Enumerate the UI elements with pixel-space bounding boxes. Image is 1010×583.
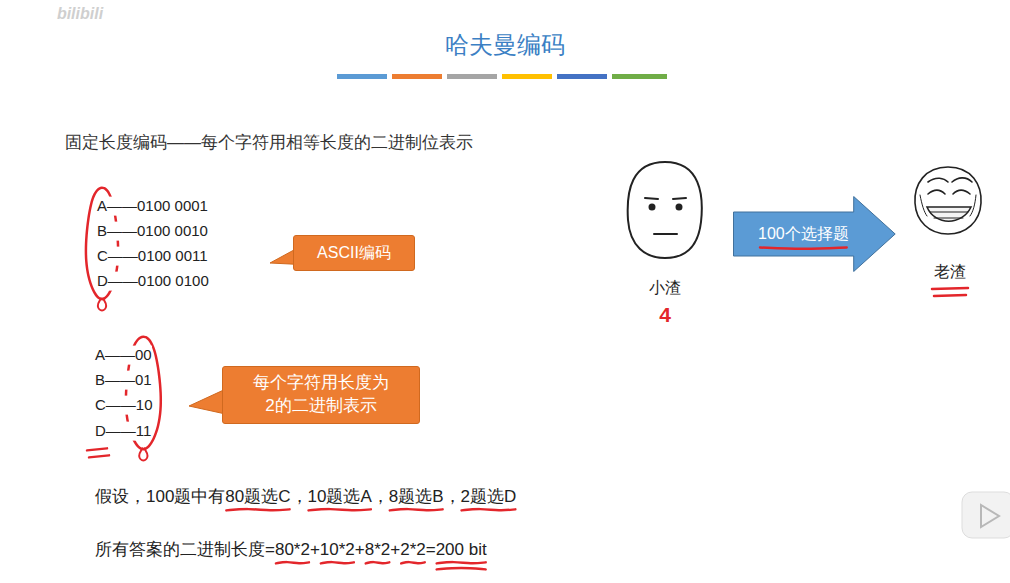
plain-face (628, 162, 702, 258)
callout-box: 每个字符用长度为2的二进制表示 (222, 366, 420, 424)
handwritten-dash (934, 295, 966, 296)
handwritten-underline (366, 562, 390, 563)
play-button-bg (962, 492, 1010, 538)
handwritten-dash (87, 448, 107, 450)
character-name: 老渣 (934, 262, 966, 282)
bar-segment (502, 74, 552, 79)
bar-segment (447, 74, 497, 79)
eye (650, 205, 655, 210)
arrow-text: 100个选择题 (758, 224, 849, 245)
handwritten-underline (437, 568, 486, 569)
handwritten-dash (932, 288, 968, 289)
callout-text: ASCII编码 (308, 242, 400, 264)
arrow-body (734, 197, 896, 272)
code-row: D——0100 0100 (97, 272, 209, 291)
eye (677, 205, 682, 210)
wrinkle (920, 195, 976, 216)
play-icon (981, 505, 999, 527)
code-row: A——00 (95, 346, 152, 365)
arrow-shape: 100个选择题 (733, 196, 896, 272)
brow (928, 178, 972, 182)
handwritten-underline (760, 248, 847, 249)
face-outline (915, 167, 981, 234)
handwritten-loop (98, 298, 106, 310)
face-outline (628, 162, 702, 258)
heading-text: 固定长度编码——每个字符用相等长度的二进制位表示 (65, 132, 473, 153)
handwritten-underline (321, 562, 354, 563)
handwritten-marks (86, 188, 968, 570)
handwritten-underline (437, 562, 486, 563)
title: 哈夫曼编码 (445, 30, 565, 60)
code-row: B——0100 0010 (97, 222, 208, 241)
handwritten-underline (276, 562, 309, 563)
handwritten-underline (390, 509, 443, 510)
closed-eye (928, 190, 970, 194)
watermark: bilibili (57, 4, 103, 24)
bar-segment (612, 74, 667, 79)
handwritten-underline (401, 562, 425, 563)
bar-segment (337, 74, 387, 79)
title-color-bar (337, 74, 667, 79)
brow (673, 198, 686, 199)
bar-segment (392, 74, 442, 79)
handwritten-number: 4 (659, 302, 671, 328)
code-row: B——01 (95, 371, 152, 390)
grin (927, 207, 971, 221)
code-row: C——0100 0011 (97, 247, 208, 266)
teeth (930, 212, 968, 218)
assumption-text: 假设，100题中有80题选C，10题选A，8题选B，2题选D (95, 486, 516, 507)
mouth (654, 233, 677, 235)
code-row: C——10 (95, 396, 153, 415)
bar-segment (557, 74, 607, 79)
smug-face (915, 167, 981, 234)
code-row: D——11 (95, 422, 151, 441)
play-button (962, 492, 1010, 538)
handwritten-loop (139, 448, 147, 460)
callout-box: ASCII编码 (293, 235, 415, 271)
brow (645, 198, 658, 199)
handwritten-underline (462, 509, 516, 510)
code-row: A——0100 0001 (97, 197, 208, 216)
handwritten-dash (89, 455, 109, 457)
formula-text: 所有答案的二进制长度=80*2+10*2+8*2+2*2=200 bit (95, 539, 487, 560)
handwritten-underline (226, 509, 289, 510)
callout-text: 每个字符用长度为2的二进制表示 (251, 372, 391, 418)
callout-pointer (270, 250, 294, 264)
callout-pointer (189, 390, 223, 413)
character-name: 小渣 (649, 278, 681, 298)
handwritten-underline (309, 509, 371, 510)
